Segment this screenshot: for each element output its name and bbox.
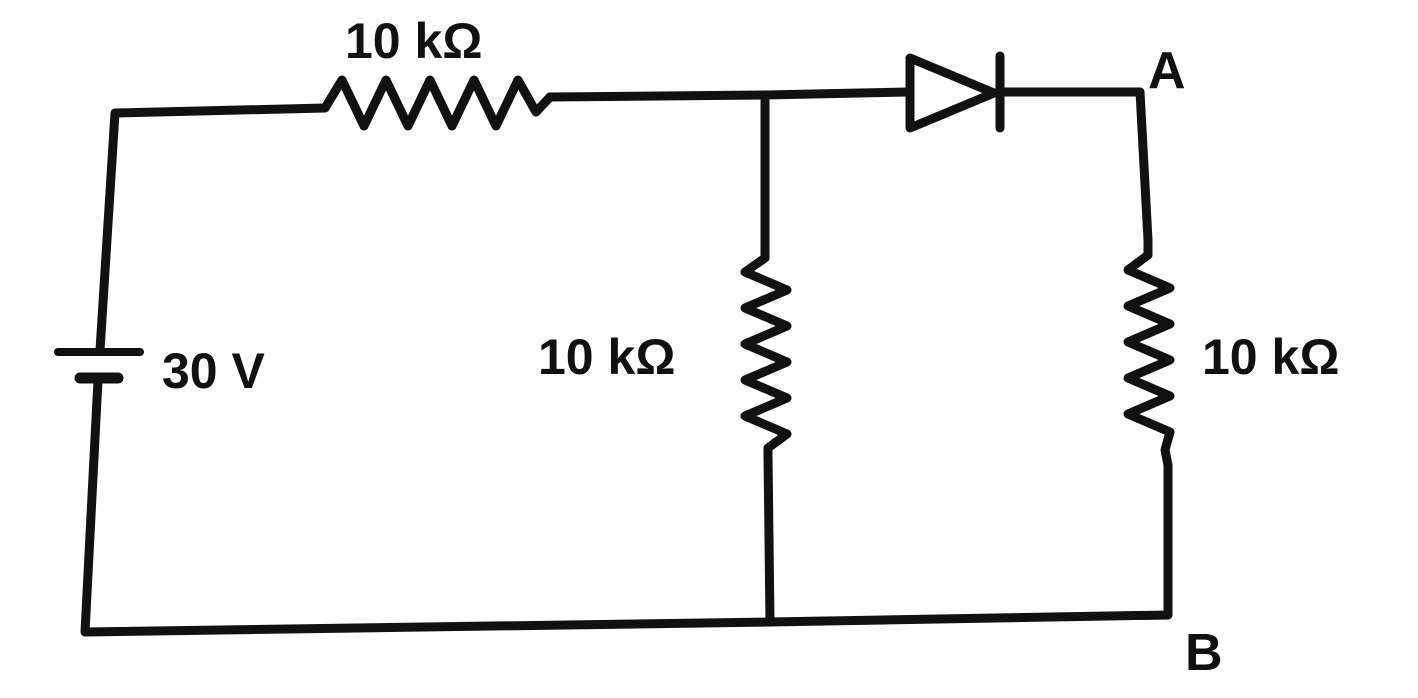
wires <box>80 87 1173 637</box>
top-wire <box>545 87 913 102</box>
top-resistor-label: 10 kΩ <box>345 13 482 69</box>
right-resistor-label: 10 kΩ <box>1202 329 1339 385</box>
left-wire-lower <box>80 375 1173 637</box>
diode-triangle <box>905 53 999 133</box>
battery-label: 30 V <box>162 343 266 399</box>
diode <box>905 51 1005 133</box>
top-resistor <box>320 75 555 131</box>
right-wire-upper <box>1135 87 1153 245</box>
middle-wire-lower <box>763 450 775 627</box>
middle-resistor <box>740 240 792 460</box>
node-b-label: B <box>1185 624 1223 682</box>
battery <box>54 348 144 384</box>
middle-resistor-label: 10 kΩ <box>538 329 675 385</box>
node-a-label: A <box>1148 42 1186 100</box>
left-wire-upper <box>95 103 330 355</box>
right-resistor <box>1123 235 1175 470</box>
